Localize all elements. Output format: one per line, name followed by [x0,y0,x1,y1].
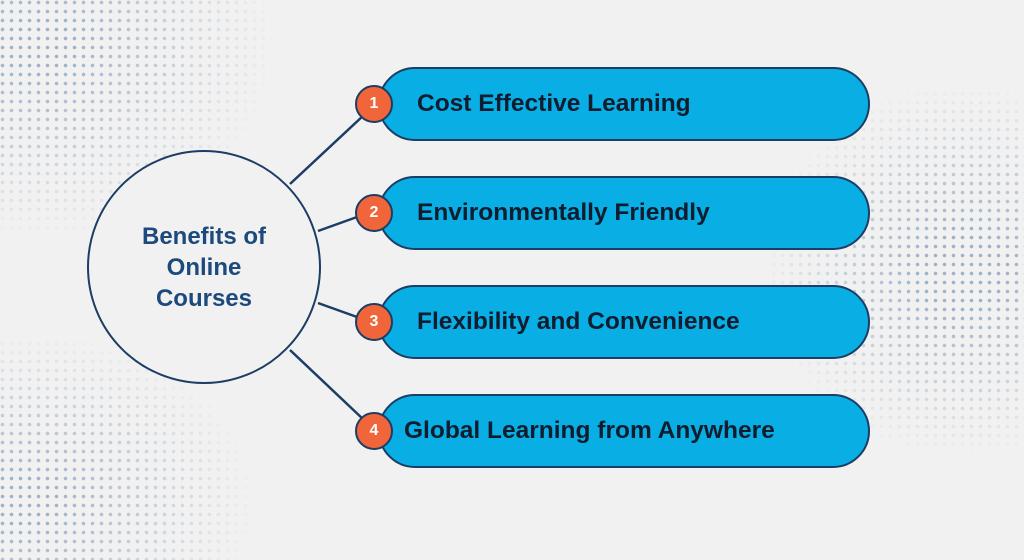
benefit-card-4: Global Learning from Anywhere [378,394,870,468]
benefit-label-1: Cost Effective Learning [417,90,691,117]
benefit-label-2: Environmentally Friendly [417,199,710,226]
benefit-number-1: 1 [369,95,379,112]
benefit-number-badge-2: 2 [355,194,393,232]
benefit-card-2: Environmentally Friendly [378,176,870,250]
benefit-card-3: Flexibility and Convenience [378,285,870,359]
benefit-number-2: 2 [369,204,379,221]
central-topic-circle: Benefits of Online Courses [87,150,321,384]
connector-line-3 [317,301,358,319]
benefit-number-badge-4: 4 [355,412,393,450]
central-topic-title: Benefits of Online Courses [141,222,266,312]
benefit-number-badge-1: 1 [355,85,393,123]
connector-line-2 [317,215,358,233]
benefit-label-3: Flexibility and Convenience [417,308,740,335]
benefit-number-4: 4 [369,422,379,439]
benefit-number-3: 3 [369,313,379,330]
connector-line-4 [289,349,365,421]
connector-lines [289,114,365,421]
connector-line-1 [289,114,365,185]
benefit-label-4: Global Learning from Anywhere [404,417,775,444]
benefit-card-1: Cost Effective Learning [378,67,870,141]
benefit-number-badge-3: 3 [355,303,393,341]
